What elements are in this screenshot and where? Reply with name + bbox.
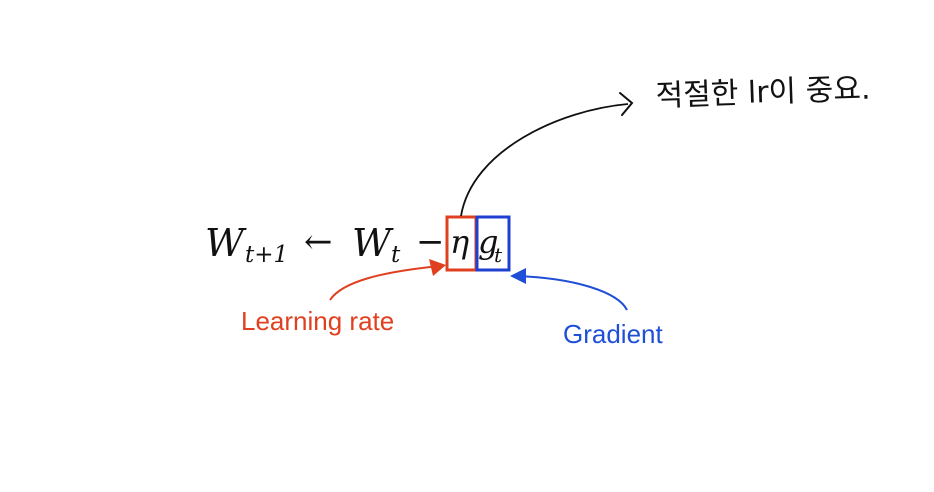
w-next: W xyxy=(205,221,247,265)
g-symbol: g xyxy=(478,223,498,261)
minus-sign: − xyxy=(416,222,445,262)
note-arrow xyxy=(460,103,629,217)
gradient-highlight-box xyxy=(475,215,511,272)
gradient-arrow xyxy=(515,275,628,311)
w-current: W xyxy=(352,221,394,265)
handwritten-note: 적절한 lr이 중요. xyxy=(655,72,871,114)
update-formula: W t+1 ← W t − η g t xyxy=(205,221,503,268)
learning-rate-arrow xyxy=(329,265,441,301)
gradient-arrowhead xyxy=(510,268,526,284)
learning-rate-label: Learning rate xyxy=(241,306,394,336)
learning-rate-arrowhead xyxy=(429,259,446,276)
left-arrow: ← xyxy=(304,222,333,262)
gradient-label: Gradient xyxy=(563,319,663,349)
note-arrowhead xyxy=(619,92,634,116)
w-current-subscript: t xyxy=(391,242,401,268)
eta-symbol: η xyxy=(450,223,469,261)
w-next-subscript: t+1 xyxy=(245,242,288,268)
g-subscript: t xyxy=(494,243,503,267)
